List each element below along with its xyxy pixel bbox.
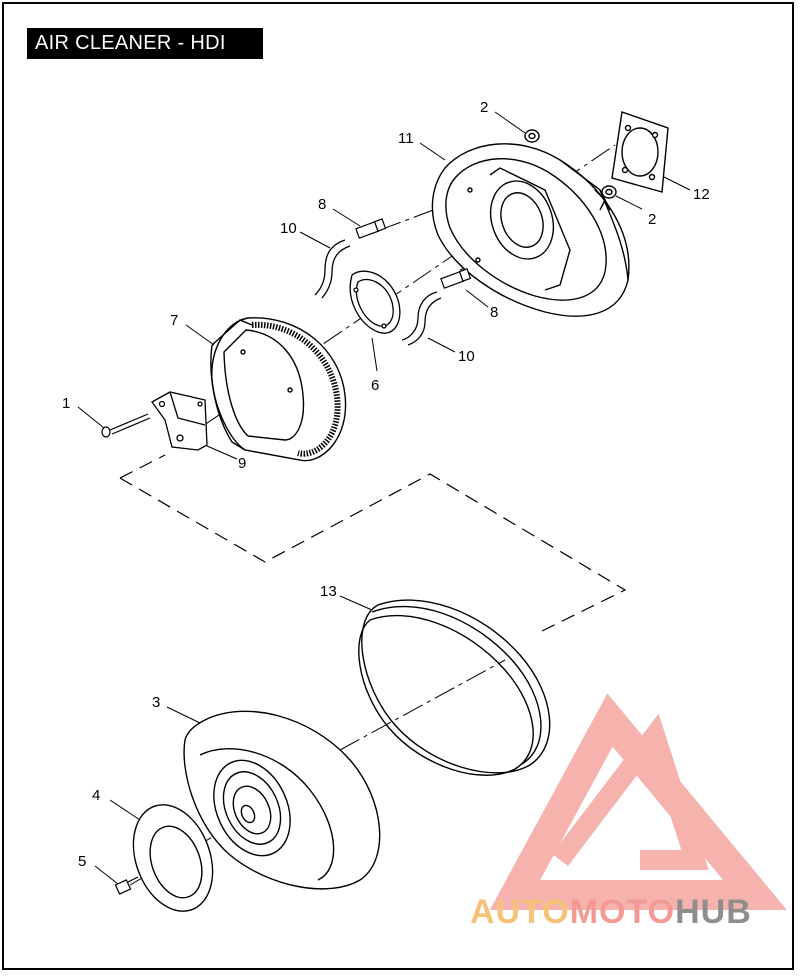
callout-3: 3 xyxy=(152,694,160,711)
o-ring-part-2 xyxy=(524,129,617,199)
callout-6: 6 xyxy=(371,377,379,394)
callout-1: 1 xyxy=(62,395,70,412)
callout-8-bottom: 8 xyxy=(490,304,498,321)
watermark-logo-icon xyxy=(489,693,787,910)
callout-2-top: 2 xyxy=(480,99,488,116)
seal-ring-part-13 xyxy=(358,599,551,776)
backplate-part-11 xyxy=(431,143,630,317)
callout-10-top: 10 xyxy=(280,220,297,237)
watermark-text-moto: MOTO xyxy=(569,893,676,931)
callout-7: 7 xyxy=(170,312,178,329)
breather-hose-part-10 xyxy=(314,239,442,346)
breather-bolt-part-8 xyxy=(355,218,472,289)
callout-10-bottom: 10 xyxy=(458,348,475,365)
watermark-text-auto: AUTO xyxy=(470,893,570,931)
callout-9: 9 xyxy=(238,455,246,472)
gasket-part-12 xyxy=(611,111,669,193)
callout-12: 12 xyxy=(693,186,710,203)
callout-5: 5 xyxy=(78,853,86,870)
screw-part-5 xyxy=(114,876,139,895)
callout-8-top: 8 xyxy=(318,196,326,213)
leader-lines xyxy=(77,111,691,885)
page-title: AIR CLEANER - HDI xyxy=(27,28,263,59)
trim-plate-part-4 xyxy=(132,804,214,912)
watermark-text-hub: HUB xyxy=(675,893,752,931)
air-filter-part-7 xyxy=(210,317,347,462)
callout-13: 13 xyxy=(320,583,337,600)
watermark-text: AUTOMOTOHUB xyxy=(470,893,752,932)
callout-4: 4 xyxy=(92,787,100,804)
callout-2-right: 2 xyxy=(648,211,656,228)
filter-gasket-part-6 xyxy=(349,270,401,334)
callout-11: 11 xyxy=(398,130,414,147)
assembly-outline-dashed xyxy=(119,454,627,633)
mounting-bracket-part-9 xyxy=(151,391,208,451)
air-cleaner-cover-part-3 xyxy=(183,710,381,890)
screw-part-1 xyxy=(101,413,151,438)
